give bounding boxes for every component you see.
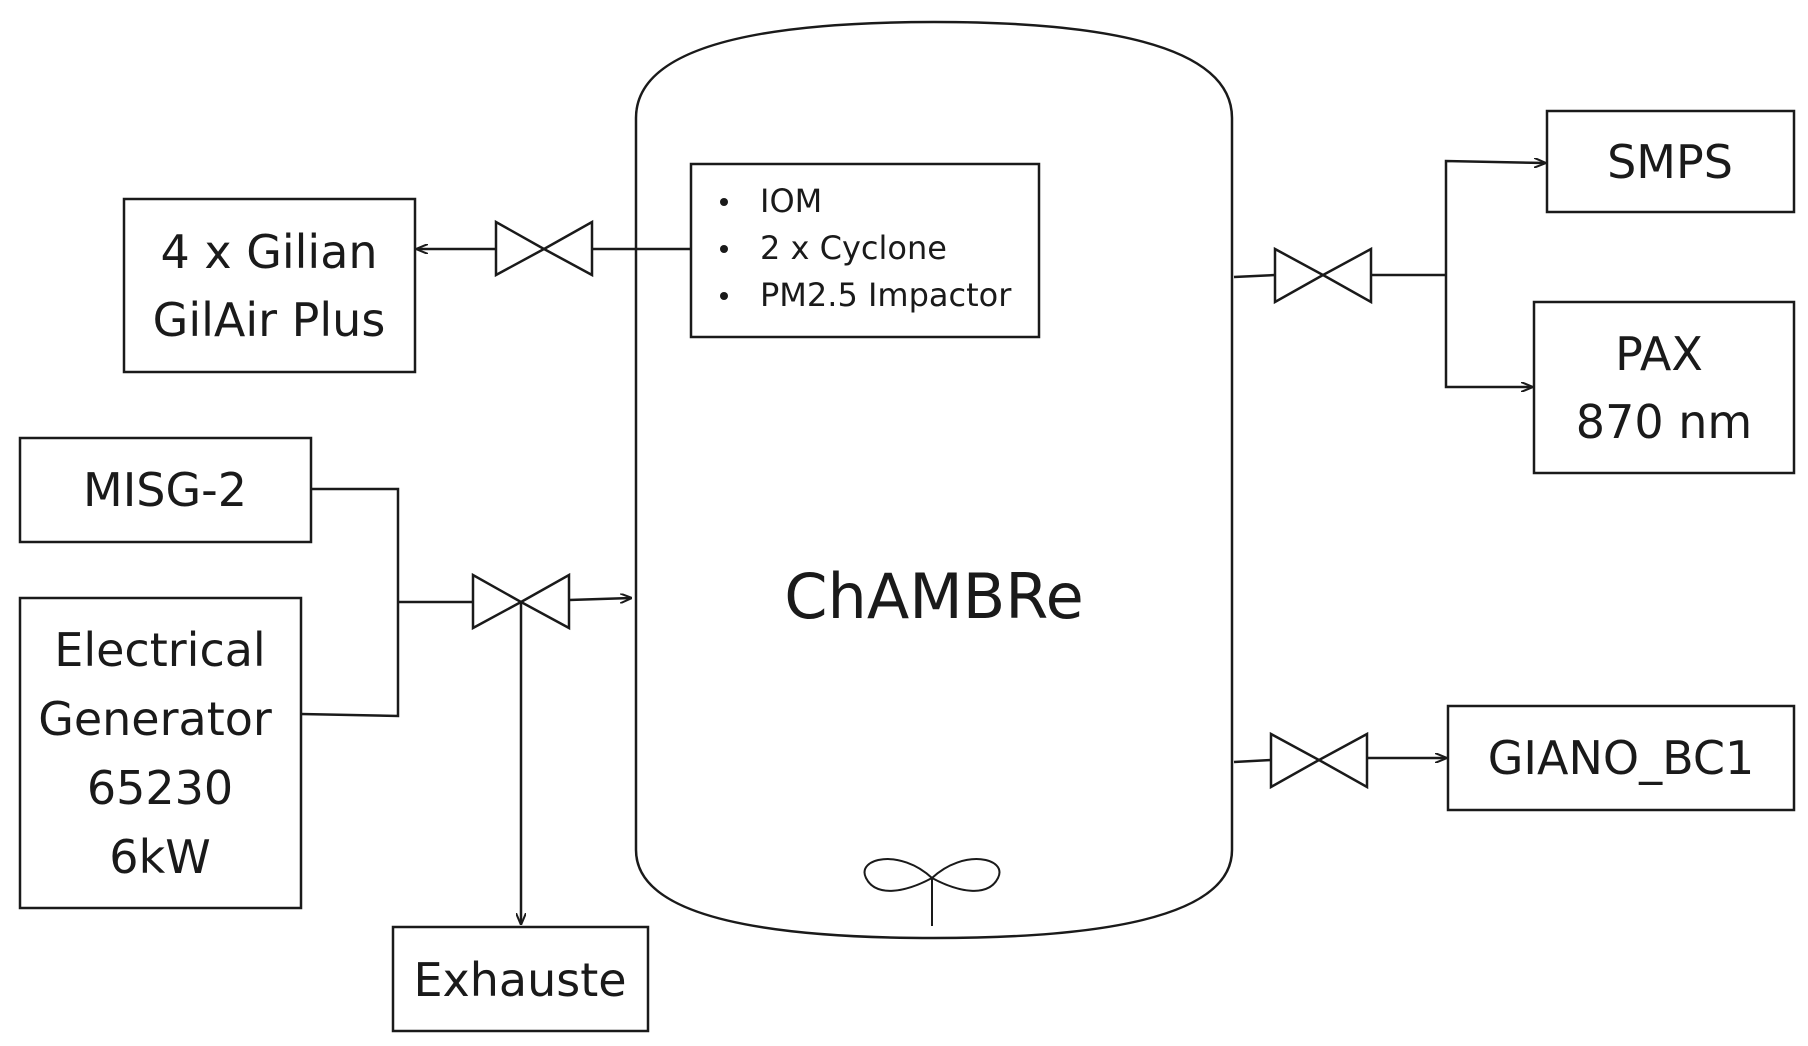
generator-line4: 6kW	[109, 830, 210, 884]
giano-label: GIANO_BC1	[1488, 731, 1754, 785]
fan-icon	[863, 858, 1001, 926]
generator-box: Electrical Generator 65230 6kW	[18, 596, 303, 910]
sampler-item-cyclone: 2 x Cyclone	[760, 229, 947, 267]
sampler-item-iom: IOM	[760, 182, 822, 220]
misg-box: MISG-2	[18, 436, 313, 544]
inlet-connection	[300, 487, 631, 924]
generator-line3: 65230	[87, 761, 233, 815]
valve-icon	[494, 219, 547, 278]
chamber-vessel: ChAMBRe	[634, 20, 1234, 940]
valve-icon	[471, 572, 524, 631]
sampler-box: IOM 2 x Cyclone PM2.5 Impactor	[689, 162, 1041, 339]
valve-icon	[1269, 731, 1322, 790]
outlet-lower-connection	[1233, 731, 1446, 790]
gilian-label-line2: GilAir Plus	[153, 293, 386, 347]
exhaust-box: Exhauste	[391, 925, 650, 1033]
valve-icon	[1273, 246, 1326, 305]
gilian-connection	[417, 219, 691, 278]
giano-box: GIANO_BC1	[1446, 704, 1796, 812]
pax-box: PAX 870 nm	[1532, 300, 1796, 475]
misg-label: MISG-2	[83, 463, 247, 517]
generator-line2: Generator	[38, 692, 272, 746]
exhaust-label: Exhauste	[413, 953, 626, 1007]
smps-label: SMPS	[1607, 135, 1733, 189]
sampler-item-impactor: PM2.5 Impactor	[760, 276, 1012, 314]
generator-line1: Electrical	[54, 623, 265, 677]
smps-box: SMPS	[1545, 109, 1796, 214]
gilian-label-line1: 4 x Gilian	[160, 225, 377, 279]
gilian-box: 4 x Gilian GilAir Plus	[122, 197, 417, 374]
chamber-label: ChAMBRe	[784, 560, 1083, 633]
pax-line1: PAX	[1615, 327, 1703, 381]
pax-line2: 870 nm	[1576, 395, 1752, 449]
outlet-upper-connection	[1233, 161, 1545, 387]
